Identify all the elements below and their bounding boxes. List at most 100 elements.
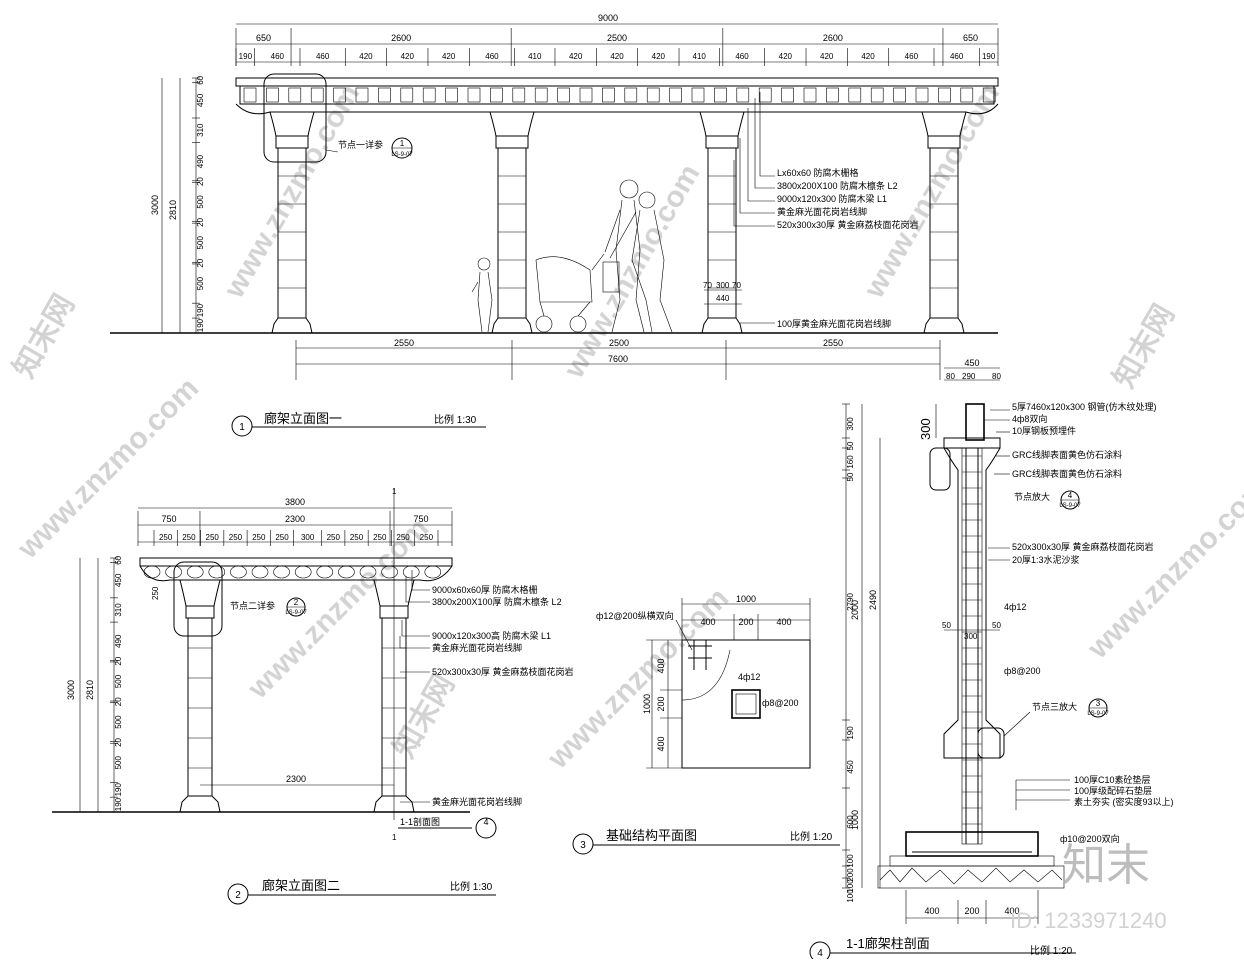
e1-node-num: 1 <box>400 139 405 148</box>
e1-left-piece-3: 310 <box>196 123 205 137</box>
sec-left-a-8: 600 <box>846 815 855 829</box>
sec-top-part-3: 80 <box>992 372 1001 381</box>
e1-left-piece-5: 20 <box>196 177 205 186</box>
e2-callout-6: 黄金麻光面花岗岩线脚 <box>432 796 522 807</box>
e2-left-piece-10: 500 <box>114 756 123 770</box>
sec-top-part-1: 80 <box>946 372 955 381</box>
e2-cut-mark-bottom: 1 <box>392 833 397 842</box>
e2-detail-dim-10: 250 <box>373 533 387 542</box>
fnd-left-overall: 1000 <box>642 694 652 714</box>
e2-left-total-dim: 3000 <box>66 680 76 700</box>
sec-left-a-2: 50 <box>846 441 855 450</box>
sec-inner-dim-3: 50 <box>992 621 1001 630</box>
e1-left-piece-11: 190 <box>196 303 205 317</box>
e1-callout-3: 9000x120x300 防腐木梁 L1 <box>777 193 887 204</box>
e1-top-overall-dim: 9000 <box>598 13 618 23</box>
pergola-column <box>699 111 745 334</box>
e1-base-dim-1: 70 <box>703 281 712 290</box>
e1-callout-2: 3800x200X100 防腐木檩条 L2 <box>777 180 898 191</box>
e1-detail-dim-7: 460 <box>485 52 499 61</box>
e1-bottom-overall: 7600 <box>608 354 628 364</box>
e2-left-piece-5: 20 <box>114 656 123 665</box>
e2-group-dim-3: 750 <box>413 514 428 524</box>
e2-detail-dim-8: 250 <box>327 533 341 542</box>
e1-detail-dim-6: 420 <box>442 52 456 61</box>
column-section: 450 80 290 80 300 5厚7460x120x300 钢 <box>809 358 1174 963</box>
e1-left-piece-10: 500 <box>196 276 205 290</box>
e1-left-piece-7: 20 <box>196 217 205 226</box>
e1-base-dim-2: 300 <box>716 281 730 290</box>
watermark-site-6: www.znzmo.com <box>1081 472 1244 666</box>
e2-node-num: 2 <box>294 598 299 607</box>
e2-left-piece-4: 490 <box>114 634 123 648</box>
people-figure-illustration <box>471 179 673 333</box>
sec-top-overall: 450 <box>964 358 979 368</box>
e1-left-piece-8: 500 <box>196 236 205 250</box>
e1-detail-dim-8: 410 <box>528 52 542 61</box>
sec-left-a-10: 200 <box>846 868 855 882</box>
e1-detail-dim-9: 420 <box>569 52 583 61</box>
e1-left-piece-2: 450 <box>196 93 205 107</box>
sec-left-a-11: 100 <box>846 879 855 893</box>
e2-left-piece-1: 60 <box>114 555 123 564</box>
e2-left-sub-dim: 2810 <box>85 680 95 700</box>
pergola-column <box>179 579 221 813</box>
e2-left-piece-6: 500 <box>114 674 123 688</box>
e2-left-piece-7: 20 <box>114 697 123 706</box>
e2-detail-dim-6: 250 <box>275 533 289 542</box>
e2-scale: 比例 1:30 <box>450 880 493 893</box>
pergola-column <box>489 111 535 334</box>
sec-node-ref-4: LS-9-07 <box>1059 503 1081 509</box>
e1-detail-dim-15: 420 <box>820 52 834 61</box>
e1-node-ref: LS-9-07 <box>391 152 413 158</box>
e2-callout-3: 9000x120x300高 防腐木梁 L1 <box>432 630 551 641</box>
e2-side-dim: 250 <box>151 586 160 600</box>
pergola-column <box>921 111 967 334</box>
sec-scale: 比例 1:20 <box>1030 944 1073 957</box>
sec-left-a-7: 450 <box>846 760 855 774</box>
e2-left-piece-2: 450 <box>114 573 123 587</box>
sec-callout-1: 5厚7460x120x300 钢管(仿木纹处理) <box>1012 401 1157 412</box>
sec-node-num-3: 3 <box>1096 699 1101 708</box>
watermark-site-2: www.znzmo.com <box>557 159 706 385</box>
sec-callout-9: ф8@200 <box>1004 666 1041 676</box>
sec-left-c-1: 2490 <box>868 590 878 610</box>
watermark-id: ID: 1233971240 <box>1010 908 1167 933</box>
e1-left-piece-9: 20 <box>196 258 205 267</box>
e2-left-piece-12: 190 <box>114 797 123 811</box>
e2-detail-dim-5: 250 <box>252 533 266 542</box>
sec-callout-5: GRC线脚表面黄色仿石涂料 <box>1012 468 1122 479</box>
e2-group-dim-2: 2300 <box>285 514 305 524</box>
e1-detail-dim-12: 410 <box>693 52 707 61</box>
e2-callout-4: 黄金麻光面花岗岩线脚 <box>432 642 522 653</box>
e1-detail-dim-2: 460 <box>271 52 285 61</box>
sec-callout-8: 4ф12 <box>1004 602 1026 612</box>
e2-callouts: 9000x60x60厚 防腐木格栅 3800x200X100厚 防腐木檩条 L2… <box>399 570 574 807</box>
sec-left-a-9: 100 <box>846 854 855 868</box>
e2-cut-mark-top: 1 <box>392 487 397 496</box>
e2-left-piece-11: 190 <box>114 783 123 797</box>
e2-section-num: 4 <box>483 817 488 827</box>
e1-node-label: 节点一详参 <box>338 139 383 150</box>
sec-left-b-2: 1000 <box>850 810 860 830</box>
e1-left-piece-4: 490 <box>196 154 205 168</box>
sec-top-part-2: 290 <box>962 372 976 381</box>
fnd-title-number: 3 <box>580 840 586 851</box>
e1-detail-dim-5: 420 <box>401 52 415 61</box>
sec-bottom-dim-2: 200 <box>964 906 979 916</box>
watermark-site-7: www.znzmo.com <box>11 372 205 566</box>
e2-title: 廊架立面图二 <box>262 878 340 893</box>
e1-detail-dim-11: 420 <box>652 52 666 61</box>
e2-detail-dim-1: 250 <box>159 533 173 542</box>
e2-callout-5: 520x300x30厚 黄金麻荔枝面花岗岩 <box>432 666 574 677</box>
e2-detail-dim-7: 300 <box>301 533 315 542</box>
e1-callout-5: 520x300x30厚 黄金麻荔枝面花岗岩 <box>777 219 919 230</box>
